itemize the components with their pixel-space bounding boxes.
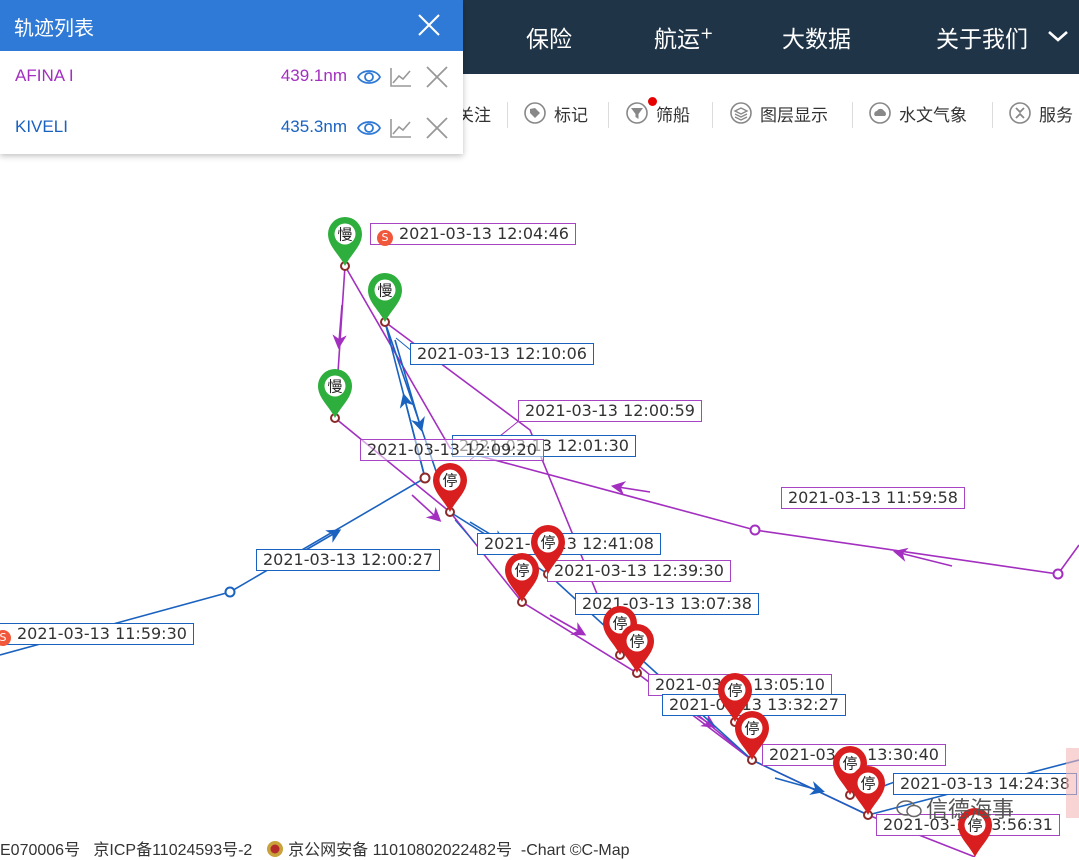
tag-icon <box>524 102 546 124</box>
svg-text:停: 停 <box>442 472 457 490</box>
track-distance: 439.1nm <box>280 66 347 85</box>
watermark: 信德海事 <box>896 792 1014 824</box>
stop-marker[interactable]: 停 <box>833 746 867 795</box>
stop-marker[interactable]: 停 <box>958 808 992 857</box>
tool-service[interactable]: 服务 <box>1009 100 1073 126</box>
stop-marker[interactable]: 停 <box>433 463 467 512</box>
track-label: 2021-03-13 13:32:27 <box>662 694 846 716</box>
track-label: 2021-03-13 12:39:30 <box>547 560 731 582</box>
svg-text:慢: 慢 <box>377 282 392 300</box>
svg-text:停: 停 <box>744 720 759 738</box>
footer-chart-credit: -Chart ©C-Map <box>520 842 630 859</box>
layers-icon <box>730 102 752 124</box>
track-row-afina[interactable]: AFINA I 439.1nm <box>0 52 463 102</box>
toolbar-divider <box>712 102 713 128</box>
tool-mark[interactable]: 标记 <box>524 100 588 126</box>
stop-marker[interactable]: 停 <box>620 624 654 673</box>
filter-icon <box>626 102 648 124</box>
track-row-kiveli[interactable]: KIVELI 435.3nm <box>0 103 463 153</box>
wechat-icon <box>896 800 922 818</box>
remove-icon[interactable] <box>425 66 449 88</box>
svg-text:停: 停 <box>629 633 644 651</box>
ship-name[interactable]: AFINA I <box>15 66 74 85</box>
remove-icon[interactable] <box>425 117 449 139</box>
footer-police[interactable]: 京公网安备 11010802022482号 <box>288 842 512 859</box>
svg-text:停: 停 <box>514 562 529 580</box>
track-distance: 435.3nm <box>280 117 347 136</box>
svg-text:停: 停 <box>540 534 555 552</box>
nav-insurance[interactable]: 保险 <box>526 27 572 53</box>
s-badge-icon: S <box>0 630 11 646</box>
toolbar-divider <box>608 102 609 128</box>
track-label: 2021-03-13 12:09:20 <box>360 439 544 461</box>
panel-header: 轨迹列表 <box>0 0 463 51</box>
toolbar-divider <box>852 102 853 128</box>
stop-marker[interactable]: 停 <box>735 711 769 760</box>
track-label: 2021-03-13 11:59:58 <box>781 487 965 509</box>
toolbar-divider <box>507 102 508 128</box>
notification-dot <box>648 97 657 106</box>
svg-text:停: 停 <box>967 817 982 835</box>
toolbar-divider <box>992 102 993 128</box>
track-label: 2021-03-13 12:00:59 <box>518 400 702 422</box>
svg-text:停: 停 <box>860 775 875 793</box>
stop-marker[interactable]: 停 <box>603 606 637 655</box>
chevron-down-icon[interactable] <box>1046 26 1070 46</box>
nav-bigdata[interactable]: 大数据 <box>782 27 851 53</box>
chart-icon[interactable] <box>389 117 413 139</box>
svg-text:停: 停 <box>842 755 857 773</box>
footer: E070006号 京ICP备11024593号-2 京公网安备 11010802… <box>0 836 630 859</box>
eye-icon[interactable] <box>357 117 381 139</box>
track-label: 2021-03-13 12:10:06 <box>410 343 594 365</box>
svg-text:停: 停 <box>727 682 742 700</box>
slow-marker[interactable]: 慢 <box>368 273 402 322</box>
stop-marker[interactable]: 停 <box>531 525 565 574</box>
s-badge-icon: S <box>377 230 393 246</box>
track-label: 2021-03-13 12:00:27 <box>256 549 440 571</box>
service-icon <box>1009 102 1031 124</box>
svg-text:慢: 慢 <box>337 226 352 244</box>
track-label: 2021-03-13 14:24:38 <box>893 773 1077 795</box>
slow-marker[interactable]: 慢 <box>328 217 362 266</box>
stop-marker[interactable]: 停 <box>718 673 752 722</box>
stop-marker[interactable]: 停 <box>851 766 885 815</box>
nav-about[interactable]: 关于我们 <box>936 27 1028 53</box>
tool-filter-ships[interactable]: 筛船 <box>626 100 690 126</box>
stop-marker[interactable]: 停 <box>505 553 539 602</box>
slow-marker[interactable]: 慢 <box>318 369 352 418</box>
nav-shipping[interactable]: 航运+ <box>654 23 714 53</box>
tool-hydro-weather[interactable]: 水文气象 <box>869 100 967 126</box>
footer-icp[interactable]: 京ICP备11024593号-2 <box>93 842 253 859</box>
eye-icon[interactable] <box>357 66 381 88</box>
tool-layer-display[interactable]: 图层显示 <box>730 100 828 126</box>
weather-icon <box>869 102 891 124</box>
footer-icp-partial: E070006号 <box>0 842 81 859</box>
chart-icon[interactable] <box>389 66 413 88</box>
svg-text:慢: 慢 <box>327 378 342 396</box>
police-badge-icon <box>266 841 283 857</box>
map-toolbar: 关注 标记 筛船 图层显示 水文气象 服务 <box>0 88 1079 138</box>
tool-follow[interactable]: 关注 <box>457 105 491 126</box>
svg-text:停: 停 <box>612 615 627 633</box>
track-list-panel: 轨迹列表 AFINA I 439.1nm KIVELI 435.3nm <box>0 0 463 154</box>
close-icon[interactable] <box>416 12 442 38</box>
ship-name[interactable]: KIVELI <box>15 117 68 136</box>
panel-title: 轨迹列表 <box>14 16 94 40</box>
track-label: 2021-03-13 12:41:08 <box>477 533 661 555</box>
